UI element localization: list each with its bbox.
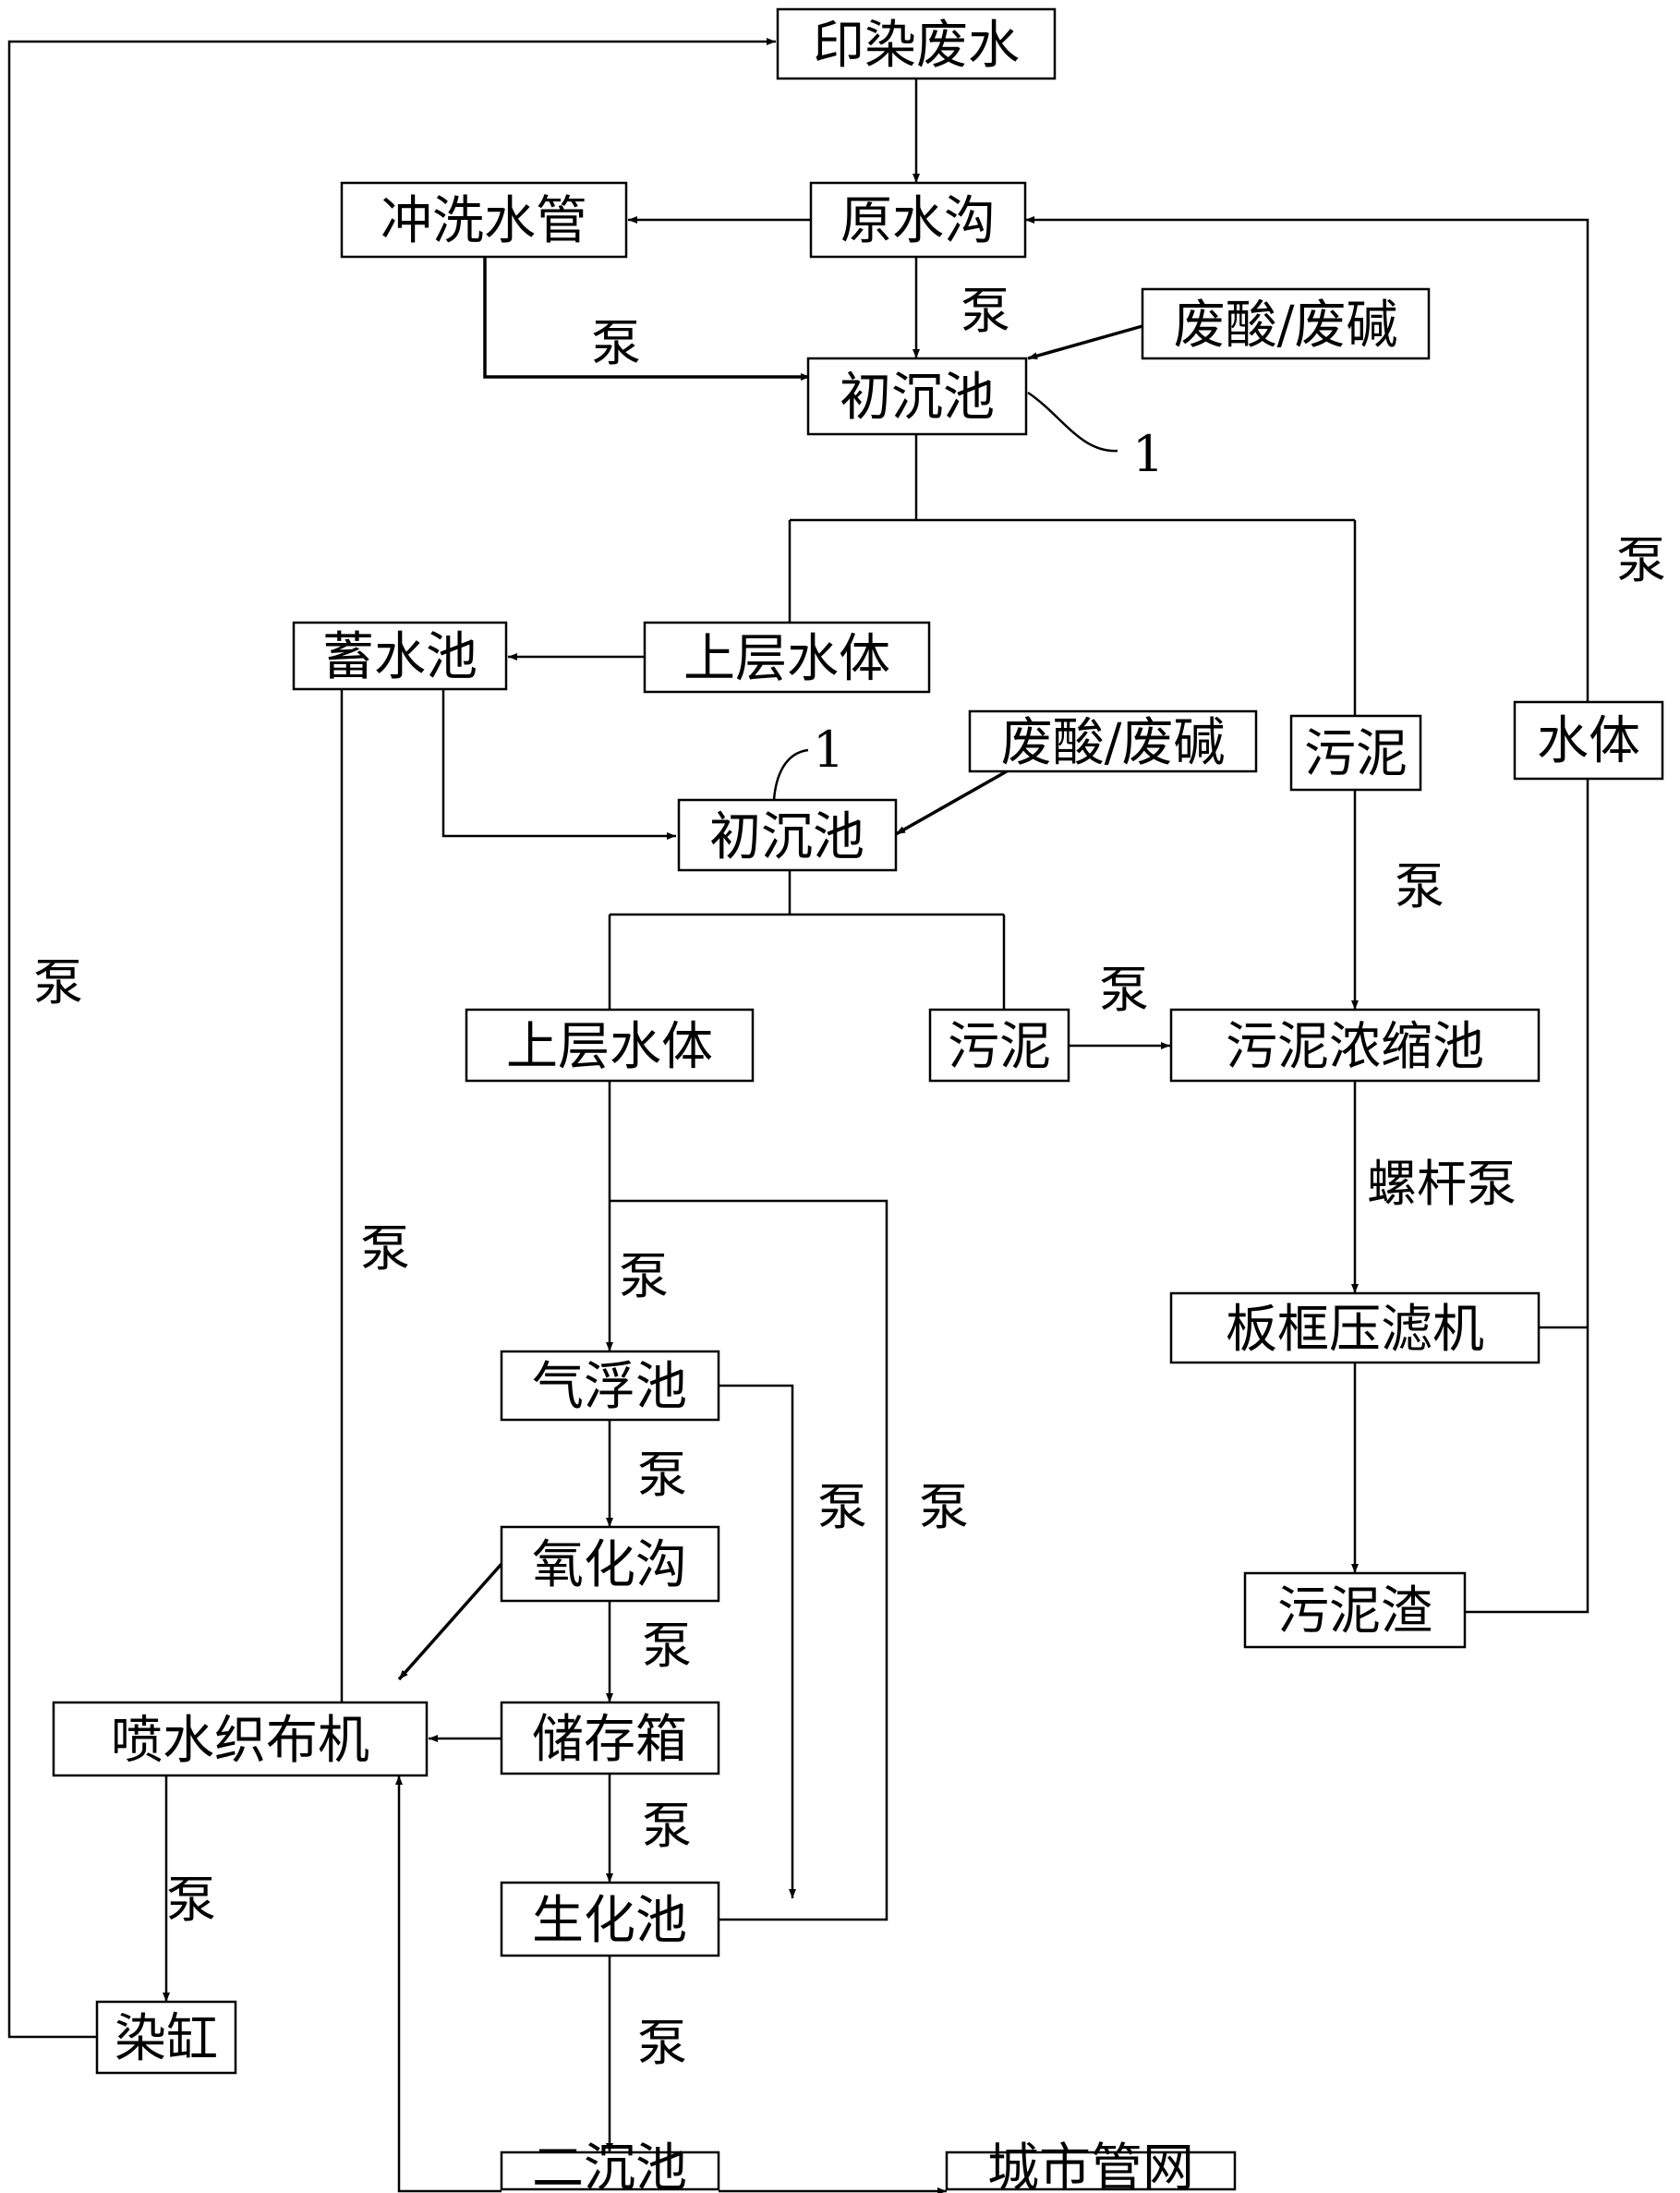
node-water-jet-loom: 喷水织布机: [52, 1701, 429, 1777]
pump-label: 泵: [642, 1617, 692, 1675]
node-label: 二沉池: [532, 2138, 687, 2193]
node-secondary-sedimentation: 二沉池: [500, 2138, 720, 2193]
arrow-acid1-to-sed1: [1027, 324, 1143, 360]
pump-label: 泵: [619, 1247, 669, 1305]
pump-label: 泵: [919, 1478, 969, 1536]
arrow-oxidation-to-loom: [397, 1562, 503, 1681]
pump-label: 泵: [817, 1478, 867, 1536]
node-primary-sedimentation-2: 初沉池: [677, 798, 898, 872]
node-oxidation-ditch: 氧化沟: [500, 1525, 720, 1603]
node-label: 污泥: [1304, 724, 1408, 784]
node-label: 储存箱: [532, 1710, 687, 1770]
node-label: 水体: [1537, 711, 1640, 771]
node-label: 废酸/废碱: [1174, 296, 1398, 356]
arrow-vat-to-wastewater: [7, 38, 776, 2039]
node-label: 氧化沟: [532, 1535, 687, 1595]
node-upper-water-1: 上层水体: [643, 621, 931, 694]
pump-label: 泵: [637, 2014, 687, 2072]
line-press-residue-to-water: [1465, 779, 1589, 1614]
node-label: 污泥浓缩池: [1226, 1017, 1484, 1077]
boxes: 印染废水 原水沟 冲洗水管 废酸/废碱 初沉池 蓄水池 上层水体 废酸/废碱: [52, 7, 1664, 2193]
node-label: 染缸: [115, 2009, 218, 2069]
node-waste-acid-alkali-2: 废酸/废碱: [968, 709, 1258, 773]
node-printing-dyeing-wastewater: 印染废水: [776, 7, 1057, 80]
pump-label: 泵: [961, 282, 1010, 340]
pump-label: 泵: [1099, 961, 1149, 1019]
node-label: 原水沟: [840, 191, 996, 251]
pump-label: 泵: [1616, 531, 1666, 589]
node-label: 板框压滤机: [1226, 1300, 1484, 1360]
arrow-flotation-to-bio: [719, 1384, 796, 1898]
pump-label: 泵: [591, 314, 641, 372]
node-storage-tank: 储存箱: [500, 1701, 720, 1775]
pump-label: 泵: [637, 1446, 687, 1504]
ref-1-label: 1: [1132, 425, 1164, 483]
node-label: 废酸/废碱: [1001, 713, 1226, 773]
node-label: 初沉池: [840, 368, 995, 428]
node-reservoir: 蓄水池: [292, 621, 508, 691]
node-label: 污泥: [948, 1017, 1051, 1077]
arrow-secondary-to-loom: [395, 1775, 502, 2193]
node-label: 气浮池: [532, 1357, 687, 1417]
pump-label: 泵: [360, 1219, 410, 1278]
leader-ref1-mid: [772, 748, 809, 801]
node-label: 印染废水: [813, 16, 1020, 76]
node-label: 冲洗水管: [381, 191, 587, 251]
arrow-reservoir-to-sed2: [441, 689, 676, 840]
node-label: 初沉池: [709, 807, 864, 867]
node-sludge-1: 污泥: [1289, 714, 1422, 792]
line-bypass-outer: [610, 1199, 888, 1921]
node-biochemical-tank: 生化池: [500, 1881, 720, 1957]
node-raw-water-ditch: 原水沟: [809, 181, 1027, 259]
node-primary-sedimentation-1: 初沉池: [806, 357, 1028, 436]
pump-label: 泵: [33, 953, 83, 1012]
node-label: 城市管网: [987, 2138, 1194, 2193]
node-upper-water-2: 上层水体: [465, 1008, 755, 1083]
node-water-body: 水体: [1513, 700, 1664, 781]
node-label: 喷水织布机: [111, 1711, 369, 1771]
node-label: 上层水体: [683, 629, 890, 689]
node-label: 污泥渣: [1277, 1581, 1432, 1642]
node-sludge-2: 污泥: [928, 1008, 1070, 1083]
edge-labels: 泵 泵 1 泵 1 泵 泵 泵 螺杆泵 泵 泵 泵 泵 泵 泵 泵 泵 泵: [33, 282, 1666, 2072]
node-sludge-thickening-tank: 污泥浓缩池: [1169, 1008, 1541, 1083]
leader-ref1-top: [1027, 391, 1118, 453]
pump-label: 泵: [166, 1871, 216, 1929]
arrow-flushing-to-sed1: [483, 257, 810, 381]
arrow-water-to-ditch: [1025, 216, 1589, 716]
connectors: [7, 38, 1589, 2193]
node-plate-frame-filter-press: 板框压滤机: [1169, 1291, 1541, 1364]
line-sed1-split: [788, 434, 1357, 716]
node-flushing-water-pipe: 冲洗水管: [340, 181, 628, 259]
node-municipal-pipe-network: 城市管网: [945, 2138, 1237, 2193]
node-air-flotation-tank: 气浮池: [500, 1350, 720, 1422]
pump-label: 泵: [1395, 857, 1444, 915]
node-sludge-residue: 污泥渣: [1243, 1571, 1467, 1649]
node-waste-acid-alkali-1: 废酸/废碱: [1141, 287, 1431, 360]
node-dye-vat: 染缸: [95, 2000, 237, 2075]
node-label: 上层水体: [506, 1017, 713, 1077]
pump-label: 泵: [642, 1797, 692, 1855]
ref-1-label: 1: [813, 721, 844, 779]
arrow-acid2-to-sed2: [895, 769, 1008, 836]
line-sed2-split: [608, 870, 1006, 1010]
node-label: 蓄水池: [322, 627, 477, 687]
node-label: 生化池: [532, 1891, 687, 1951]
screw-pump-label: 螺杆泵: [1367, 1155, 1517, 1213]
